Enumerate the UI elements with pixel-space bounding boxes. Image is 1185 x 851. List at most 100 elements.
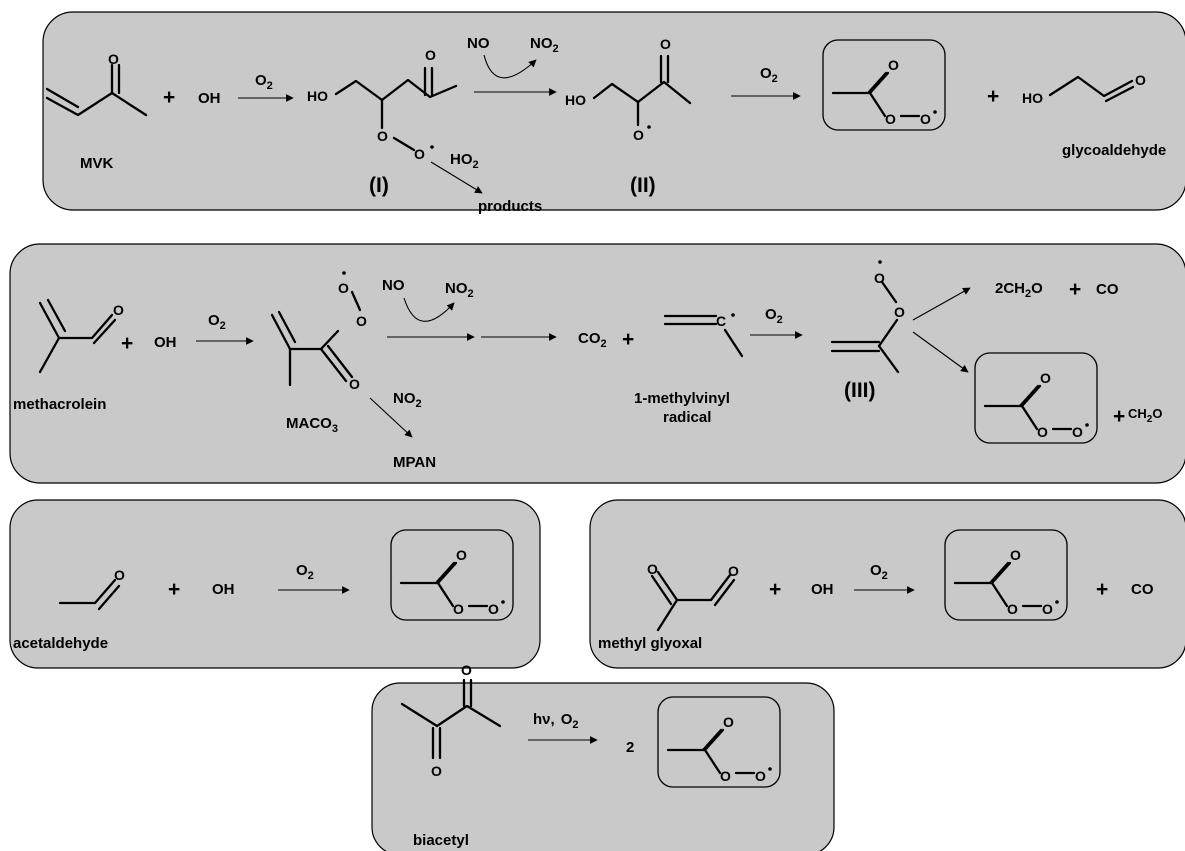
molecule-methacrolein: O (38, 298, 124, 374)
svg-text:O2: O2 (870, 562, 888, 582)
svg-text:O: O (453, 601, 464, 617)
plus-sign: + (163, 86, 175, 109)
plus-sign: + (168, 578, 180, 601)
product-co: CO (1131, 581, 1154, 598)
reagent-oh: OH (212, 581, 235, 598)
reagent-oh: OH (198, 90, 221, 107)
svg-text:NO: NO (467, 35, 490, 52)
molecule-acetylperoxy-box: O O O (973, 351, 1099, 445)
panel-biacetyl: O O O biacetyl hν,O2 2 O O O (371, 662, 835, 851)
molecule-maco3: O O O (270, 271, 367, 392)
arrow-no-no2: NO NO2 (382, 277, 557, 341)
arrow-no2-mpan: NO2 (369, 390, 422, 438)
label-mvk: MVK (80, 155, 114, 172)
arrow-acetylperoxy (912, 331, 969, 373)
plus-sign: + (622, 328, 634, 351)
svg-text:O: O (377, 128, 388, 144)
svg-text:O: O (1072, 424, 1083, 440)
svg-text:C: C (716, 313, 726, 329)
plus-sign: + (769, 578, 781, 601)
stoichiometry-2: 2 (626, 739, 634, 756)
arrow-ho2-products: HO2 (430, 151, 483, 194)
arrow-no-no2: NO NO2 (467, 35, 559, 96)
molecule-mvk: O (45, 51, 148, 117)
svg-text:O: O (885, 111, 896, 127)
svg-text:O: O (633, 127, 644, 143)
molecule-acetaldehyde: O (58, 567, 125, 611)
label-glycoaldehyde: glycoaldehyde (1062, 142, 1166, 159)
svg-text:O: O (108, 51, 119, 67)
panel-mvk: O MVK + OH O2 HO O O O (I) HO2 products (42, 11, 1185, 215)
svg-text:O: O (1135, 72, 1146, 88)
svg-text:O: O (647, 561, 658, 577)
svg-text:O: O (425, 47, 436, 63)
svg-text:O: O (356, 313, 367, 329)
svg-text:O: O (456, 547, 467, 563)
svg-text:O: O (1042, 601, 1053, 617)
label-products: products (478, 198, 542, 215)
arrow-o2: O2 (854, 562, 915, 594)
svg-text:O: O (660, 36, 671, 52)
svg-text:O2: O2 (208, 312, 226, 332)
molecule-intermediate-II: HO O O (565, 36, 692, 143)
arrow-ch2o-co (912, 287, 971, 321)
svg-text:O: O (113, 302, 124, 318)
panel-methacrolein: O methacrolein + OH O2 O O O MACO3 NO2 M… (9, 243, 1185, 484)
svg-text:O2: O2 (255, 72, 273, 92)
label-intermediate-II: (II) (630, 174, 656, 197)
molecule-acetylperoxy-box: O O O (821, 38, 947, 132)
svg-text:O: O (723, 714, 734, 730)
svg-text:O: O (431, 763, 442, 779)
svg-text:O2: O2 (765, 306, 783, 326)
svg-text:O2: O2 (296, 562, 314, 582)
svg-text:HO: HO (565, 92, 586, 108)
plus-sign: + (1069, 278, 1081, 301)
svg-text:O: O (349, 376, 360, 392)
svg-text:O: O (414, 146, 425, 162)
svg-text:NO2: NO2 (445, 280, 474, 300)
svg-text:O: O (720, 768, 731, 784)
molecule-methylvinyl-radical: O C (663, 313, 744, 358)
plus-sign: + (1113, 405, 1125, 428)
svg-text:O: O (1007, 601, 1018, 617)
svg-text:hν,O2: hν,O2 (533, 711, 578, 731)
plus-sign: + (121, 332, 133, 355)
svg-text:O: O (461, 662, 472, 678)
svg-text:O: O (755, 768, 766, 784)
molecule-acetylperoxy-box: O O O (656, 695, 782, 789)
molecule-methyl-glyoxal: O O (647, 561, 739, 632)
label-methacrolein: methacrolein (13, 396, 106, 413)
svg-text:NO: NO (382, 277, 405, 294)
svg-text:NO2: NO2 (393, 390, 422, 410)
svg-text:O: O (114, 567, 125, 583)
label-mpan: MPAN (393, 454, 436, 471)
plus-sign: + (987, 85, 999, 108)
svg-text:O: O (488, 601, 499, 617)
svg-text:O2: O2 (760, 65, 778, 85)
label-intermediate-III: (III) (844, 379, 876, 402)
panel-methyl-glyoxal: O O methyl glyoxal + OH O2 O O O + CO (589, 499, 1185, 669)
reagent-oh: OH (154, 334, 177, 351)
svg-text:O: O (874, 270, 885, 286)
product-co: CO (1096, 281, 1119, 298)
label-methyl-glyoxal: methyl glyoxal (598, 635, 702, 652)
molecule-acetylperoxy-box: O O O (389, 528, 515, 622)
label-acetaldehyde: acetaldehyde (13, 635, 108, 652)
plus-sign: + (1096, 578, 1108, 601)
svg-text:HO: HO (1022, 90, 1043, 106)
product-2ch2o: 2CH2O (995, 280, 1043, 300)
label-methylvinyl-1: 1-methylvinyl (634, 390, 730, 407)
arrow-o2: O2 (731, 65, 801, 100)
label-intermediate-I: (I) (369, 174, 389, 197)
molecule-acetylperoxy-box: O O O (943, 528, 1069, 622)
svg-text:O: O (1037, 424, 1048, 440)
panel-acetaldehyde: O acetaldehyde + OH O2 O O O (9, 499, 541, 669)
svg-text:O: O (894, 304, 905, 320)
label-methylvinyl-2: radical (663, 409, 711, 426)
arrow-o2: O2 (238, 72, 294, 102)
molecule-glycoaldehyde: HO O (1022, 72, 1146, 106)
label-biacetyl: biacetyl (413, 832, 469, 849)
svg-text:HO2: HO2 (450, 151, 479, 171)
svg-text:O: O (920, 111, 931, 127)
arrow-o2: O2 (750, 306, 803, 339)
